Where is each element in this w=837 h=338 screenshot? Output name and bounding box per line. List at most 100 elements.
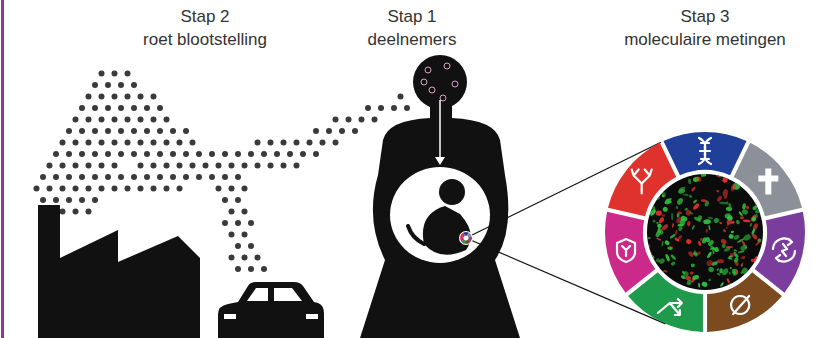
soot-dot bbox=[255, 255, 261, 261]
soot-dot bbox=[170, 128, 176, 134]
cell-speck bbox=[742, 203, 746, 210]
soot-dot bbox=[118, 82, 124, 88]
fetus-limb bbox=[408, 226, 424, 244]
soot-dot bbox=[229, 255, 235, 261]
soot-dot bbox=[170, 151, 176, 157]
cell-speck bbox=[759, 266, 765, 273]
cell-speck bbox=[743, 233, 752, 241]
marker-segment bbox=[467, 233, 472, 238]
cell-speck bbox=[742, 173, 746, 179]
soot-dot bbox=[151, 117, 157, 123]
car bbox=[218, 282, 324, 338]
soot-dot bbox=[86, 94, 92, 100]
soot-dot bbox=[346, 117, 352, 123]
soot-dot bbox=[274, 151, 280, 157]
cell-speck bbox=[658, 216, 665, 224]
soot-dot bbox=[242, 163, 248, 169]
cell-speck bbox=[732, 167, 734, 172]
cell-speck bbox=[735, 269, 739, 274]
cell-speck bbox=[667, 246, 673, 249]
soot-dot bbox=[222, 220, 228, 226]
cell-speck bbox=[740, 271, 743, 274]
particle bbox=[425, 67, 431, 73]
cell-speck bbox=[758, 192, 767, 200]
soot-dot bbox=[125, 71, 131, 77]
soot-dot bbox=[138, 186, 144, 192]
cell-speck bbox=[692, 199, 697, 204]
cell-speck bbox=[667, 246, 673, 250]
cell-speck bbox=[652, 197, 658, 201]
soot-dot bbox=[281, 163, 287, 169]
soot-dot bbox=[177, 140, 183, 146]
segment-icon bbox=[632, 169, 652, 193]
border-bar bbox=[1, 0, 4, 338]
soot-dot bbox=[248, 220, 254, 226]
car-light bbox=[306, 314, 318, 319]
soot-dot bbox=[47, 186, 53, 192]
cell-speck bbox=[687, 250, 694, 257]
soot-dot bbox=[398, 94, 404, 100]
cell-speck bbox=[642, 193, 649, 199]
soot-dot bbox=[131, 151, 137, 157]
soot-dot bbox=[157, 128, 163, 134]
cell-speck bbox=[693, 216, 701, 223]
soot-dot bbox=[92, 105, 98, 111]
measurement-wheel bbox=[605, 132, 805, 332]
cell-speck bbox=[704, 290, 709, 296]
soot-dot bbox=[112, 117, 118, 123]
cell-speck bbox=[731, 268, 738, 275]
cell-speck bbox=[656, 273, 664, 279]
particle bbox=[440, 95, 446, 101]
cell-speck bbox=[723, 177, 728, 180]
cell-speck bbox=[646, 253, 655, 261]
cell-speck bbox=[751, 216, 756, 222]
soot-dot bbox=[222, 197, 228, 203]
soot-dot bbox=[333, 140, 339, 146]
soot-dot bbox=[183, 128, 189, 134]
soot-dot bbox=[235, 243, 241, 249]
cell-speck bbox=[643, 251, 652, 260]
cell-speck bbox=[724, 213, 732, 220]
soot-dot bbox=[313, 151, 319, 157]
cell-speck bbox=[741, 262, 744, 267]
soot-dot bbox=[86, 209, 92, 215]
soot-dot bbox=[112, 140, 118, 146]
cell-speck bbox=[659, 179, 662, 181]
cell-speck bbox=[729, 252, 736, 257]
soot-dot bbox=[99, 163, 105, 169]
cell-speck bbox=[650, 195, 659, 204]
cell-speck bbox=[677, 235, 683, 240]
soot-dot bbox=[313, 128, 319, 134]
soot-dot bbox=[112, 163, 118, 169]
cell-speck bbox=[689, 211, 694, 215]
cell-speck bbox=[740, 289, 745, 292]
cell-speck bbox=[697, 241, 702, 247]
cell-speck bbox=[753, 258, 760, 264]
soot-dot bbox=[177, 186, 183, 192]
cell-speck bbox=[669, 233, 676, 239]
soot-dot bbox=[79, 197, 85, 203]
cell-speck bbox=[726, 206, 733, 211]
cell-speck bbox=[720, 282, 725, 288]
cell-speck bbox=[762, 289, 767, 296]
soot-dot bbox=[86, 117, 92, 123]
soot-dot bbox=[144, 128, 150, 134]
cell-speck bbox=[739, 244, 748, 252]
soot-dot bbox=[131, 105, 137, 111]
soot-dot bbox=[164, 140, 170, 146]
cell-speck bbox=[641, 216, 647, 222]
segment-icon bbox=[773, 239, 795, 262]
cell-speck bbox=[759, 207, 764, 209]
cell-speck bbox=[732, 168, 741, 177]
cell-speck bbox=[716, 272, 721, 276]
cell-speck bbox=[708, 225, 711, 231]
cell-speck bbox=[729, 282, 733, 287]
cell-speck bbox=[695, 176, 702, 183]
cell-speck bbox=[698, 283, 700, 288]
cell-speck bbox=[670, 261, 676, 267]
soot-dot bbox=[157, 151, 163, 157]
segment-icon bbox=[617, 239, 635, 262]
particle bbox=[421, 79, 427, 85]
marker-ground bbox=[459, 231, 473, 245]
